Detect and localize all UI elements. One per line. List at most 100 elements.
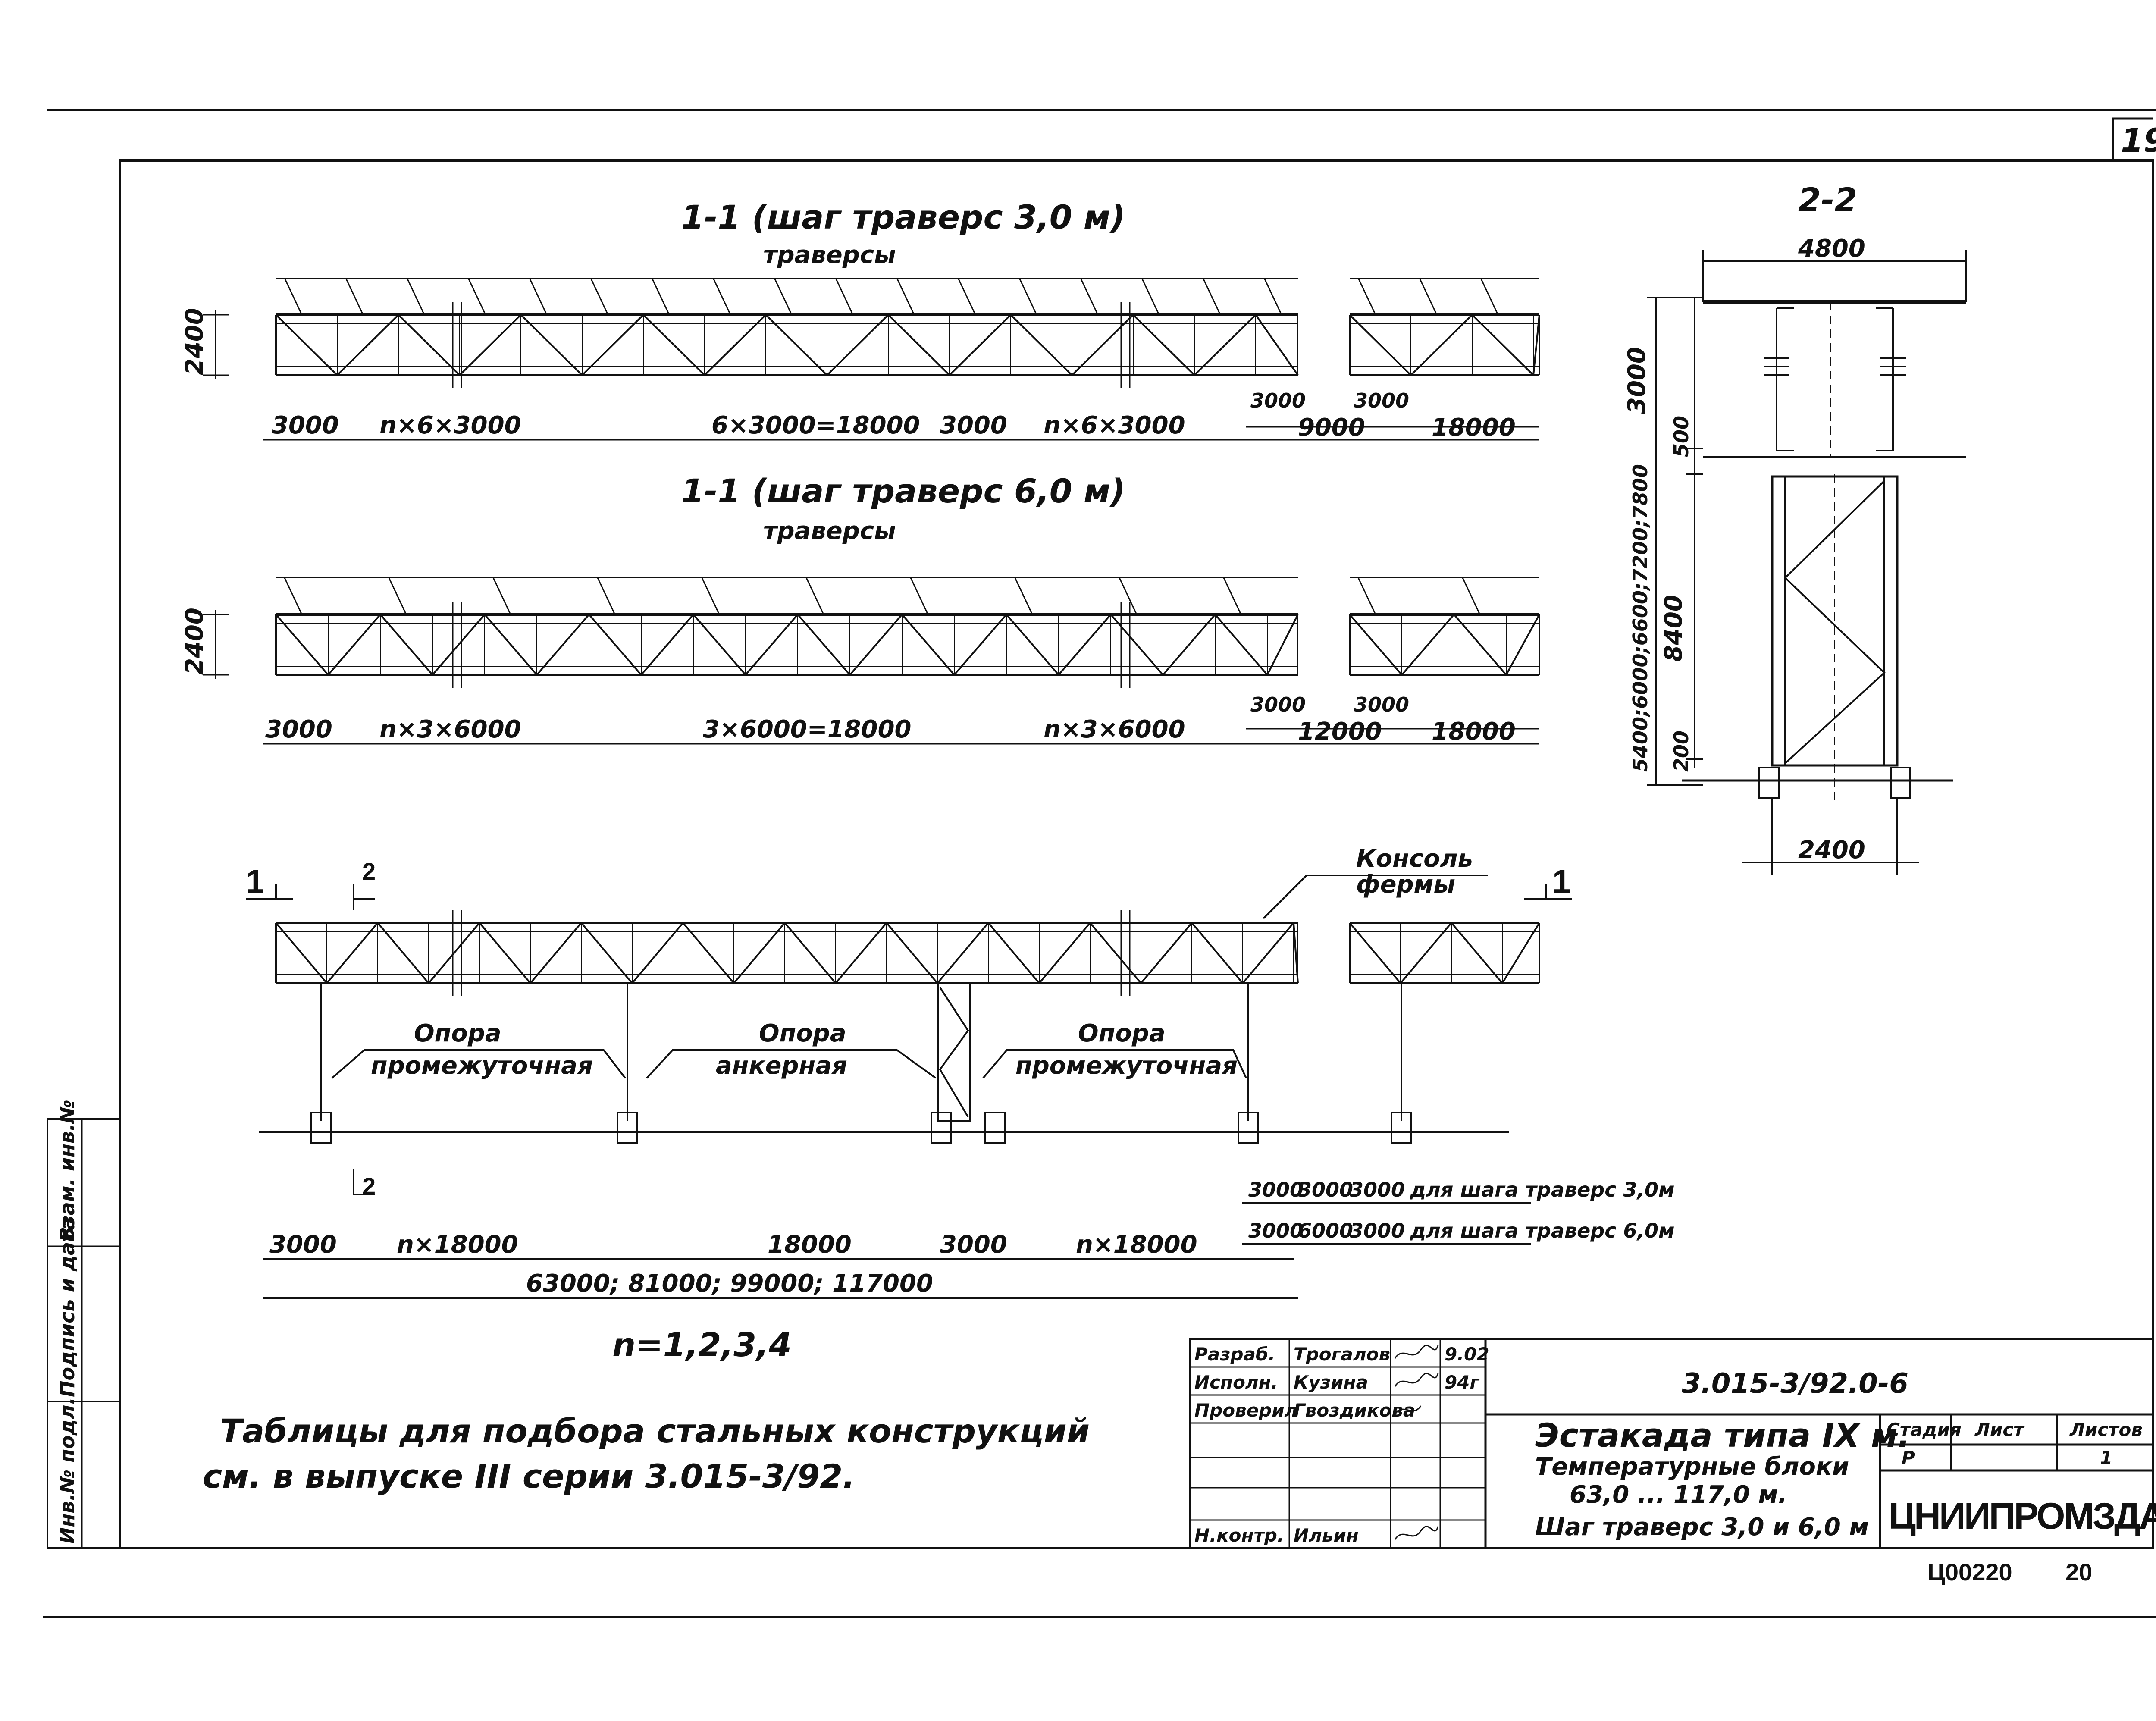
- section-22-h-total: 5400;6000;6600;7200;7800: [1629, 464, 1652, 772]
- tb-object-1: Эстакада типа IX м.: [1535, 1416, 1910, 1455]
- tb-sheets: 1: [2100, 1447, 2112, 1468]
- tb-name-5: Ильин: [1294, 1525, 1359, 1546]
- section-a-dim-7: 3000: [1354, 389, 1409, 412]
- cut-mark-1-left: 1: [246, 863, 264, 900]
- tb-role-2: Проверил: [1194, 1400, 1297, 1421]
- tb-name-2: Гвоздикова: [1294, 1400, 1415, 1421]
- sheet-frame: [119, 159, 2154, 1549]
- section-a-dim-4: 3000: [940, 411, 1007, 439]
- tb-date-1: 94г: [1445, 1372, 1480, 1393]
- elevation-columns: [246, 875, 1572, 1299]
- tb-object-2: Температурные блоки: [1535, 1453, 1849, 1481]
- section-22-h-mid: 8400: [1660, 595, 1688, 662]
- section-b-title: 1-1 (шаг траверс 6,0 м): [681, 472, 1125, 510]
- row2-a: 3000: [1248, 1219, 1304, 1242]
- elevation-view: Консоль фермы 1 2 1 2 Опора промежуточна…: [246, 845, 1675, 1364]
- elev-total: 63000; 81000; 99000; 117000: [526, 1270, 933, 1298]
- section-1-1-step-6: 1-1 (шаг траверс 6,0 м) траверсы 2400 30…: [181, 472, 1540, 746]
- cut-mark-2-top: 2: [362, 858, 376, 885]
- section-22-h-500: 500: [1670, 416, 1693, 457]
- section-a-dim-1: 3000: [272, 411, 339, 439]
- tb-role-0: Разраб.: [1194, 1344, 1275, 1365]
- console-label-1: Консоль: [1356, 845, 1473, 873]
- tb-name-1: Кузина: [1294, 1372, 1368, 1393]
- row1-b: 3000: [1298, 1178, 1353, 1201]
- tb-name-0: Трогалов: [1294, 1344, 1390, 1365]
- section-b-dim-1: 3000: [265, 715, 332, 743]
- tb-sheet-header: Лист: [1974, 1419, 2025, 1440]
- signatures: [1394, 1345, 1439, 1540]
- row2-text: для шага траверс 6,0м: [1410, 1219, 1675, 1242]
- side-stamp-replace: Взам. инв.№: [56, 1100, 79, 1242]
- footer-doc: Ц00220: [1927, 1558, 2012, 1586]
- tb-org: ЦНИИПРОМЗДАНИЙ: [1889, 1495, 2156, 1537]
- support-intermediate-1-b: промежуточная: [371, 1052, 593, 1080]
- support-anchor-b: анкерная: [716, 1052, 847, 1080]
- section-b-dim-5: 3000: [1250, 693, 1306, 716]
- section-22-width-bottom: 2400: [1798, 836, 1865, 864]
- support-intermediate-2-a: Опора: [1078, 1019, 1166, 1047]
- tb-object-4: Шаг траверс 3,0 и 6,0 м: [1535, 1513, 1869, 1541]
- section-a-dim-2: n×6×3000: [379, 411, 521, 439]
- footer-num: 20: [2065, 1558, 2092, 1586]
- page-number-box: [2112, 117, 2153, 160]
- section-22-h-200: 200: [1670, 730, 1693, 772]
- note-line-1: Таблицы для подбора стальных конструкций: [220, 1412, 1090, 1450]
- section-a-subtitle: траверсы: [763, 241, 896, 269]
- section-b-dim-6: 3000: [1354, 693, 1409, 716]
- section-2-2: 2-2 4800 5400;6000;66: [1623, 181, 1967, 875]
- row2-b: 6000: [1298, 1219, 1353, 1242]
- section-a-dim-8: 9000: [1298, 414, 1365, 442]
- elev-n-values: n=1,2,3,4: [612, 1326, 792, 1364]
- section-b-truss: [275, 577, 1540, 688]
- elev-dim-1: 3000: [270, 1231, 337, 1259]
- section-a-title: 1-1 (шаг траверс 3,0 м): [681, 198, 1125, 236]
- elev-dim-3: 18000: [768, 1231, 852, 1259]
- section-22-title: 2-2: [1798, 181, 1857, 219]
- tb-stage: Р: [1902, 1447, 1915, 1468]
- row1-a: 3000: [1248, 1178, 1304, 1201]
- section-b-dim-3: 3×6000=18000: [703, 715, 912, 743]
- tb-code: 3.015-3/92.0-6: [1682, 1368, 1908, 1400]
- elev-dim-5: n×18000: [1076, 1231, 1197, 1259]
- elev-dim-2: n×18000: [397, 1231, 518, 1259]
- support-anchor-a: Опора: [759, 1019, 846, 1047]
- section-a-dim-5: n×6×3000: [1044, 411, 1185, 439]
- section-1-1-step-3: 1-1 (шаг траверс 3,0 м) траверсы 2400 30…: [181, 198, 1540, 442]
- tb-sheets-header: Листов: [2069, 1419, 2143, 1440]
- tb-stage-header: Стадия: [1887, 1419, 1962, 1440]
- section-22-width-top: 4800: [1798, 235, 1865, 263]
- console-label-2: фермы: [1356, 871, 1455, 899]
- tb-object-3: 63,0 ... 117,0 м.: [1570, 1481, 1787, 1509]
- section-22-h-top: 3000: [1623, 347, 1651, 414]
- section-b-dim-8: 18000: [1432, 718, 1516, 746]
- side-stamp-sign: Подпись и дата: [56, 1217, 79, 1397]
- title-block: Разраб. Исполн. Проверил Н.контр. Трогал…: [1189, 1338, 2156, 1549]
- section-a-dim-9: 18000: [1432, 414, 1516, 442]
- section-a-dim-3: 6×3000=18000: [711, 411, 920, 439]
- side-stamp: Инв.№ подл. Подпись и дата Взам. инв.№: [47, 1100, 121, 1549]
- section-b-dim-2: n×3×6000: [379, 715, 521, 743]
- support-intermediate-2-b: промежуточная: [1015, 1052, 1238, 1080]
- row1-text: для шага траверс 3,0м: [1410, 1178, 1675, 1201]
- page-number: 19: [2121, 121, 2156, 160]
- section-b-height: 2400: [181, 608, 209, 675]
- elev-dim-4: 3000: [940, 1231, 1007, 1259]
- cut-mark-2-bottom: 2: [362, 1172, 376, 1200]
- tb-role-5: Н.контр.: [1194, 1525, 1284, 1546]
- section-b-subtitle: траверсы: [763, 517, 896, 545]
- note-line-2: см. в выпуске III серии 3.015-3/92.: [203, 1457, 855, 1495]
- row1-c: 3000: [1350, 1178, 1405, 1201]
- section-a-dim-6: 3000: [1250, 389, 1306, 412]
- elevation-truss: [275, 910, 1540, 996]
- section-b-dim-7: 12000: [1298, 718, 1382, 746]
- tb-date-0: 9.02: [1445, 1344, 1489, 1365]
- row2-c: 3000: [1350, 1219, 1405, 1242]
- support-intermediate-1-a: Опора: [414, 1019, 501, 1047]
- section-a-height: 2400: [181, 308, 209, 375]
- cut-mark-1-right: 1: [1552, 863, 1570, 900]
- section-a-truss: [275, 278, 1540, 388]
- section-b-dim-4: n×3×6000: [1044, 715, 1185, 743]
- side-stamp-inv: Инв.№ подл.: [56, 1397, 79, 1544]
